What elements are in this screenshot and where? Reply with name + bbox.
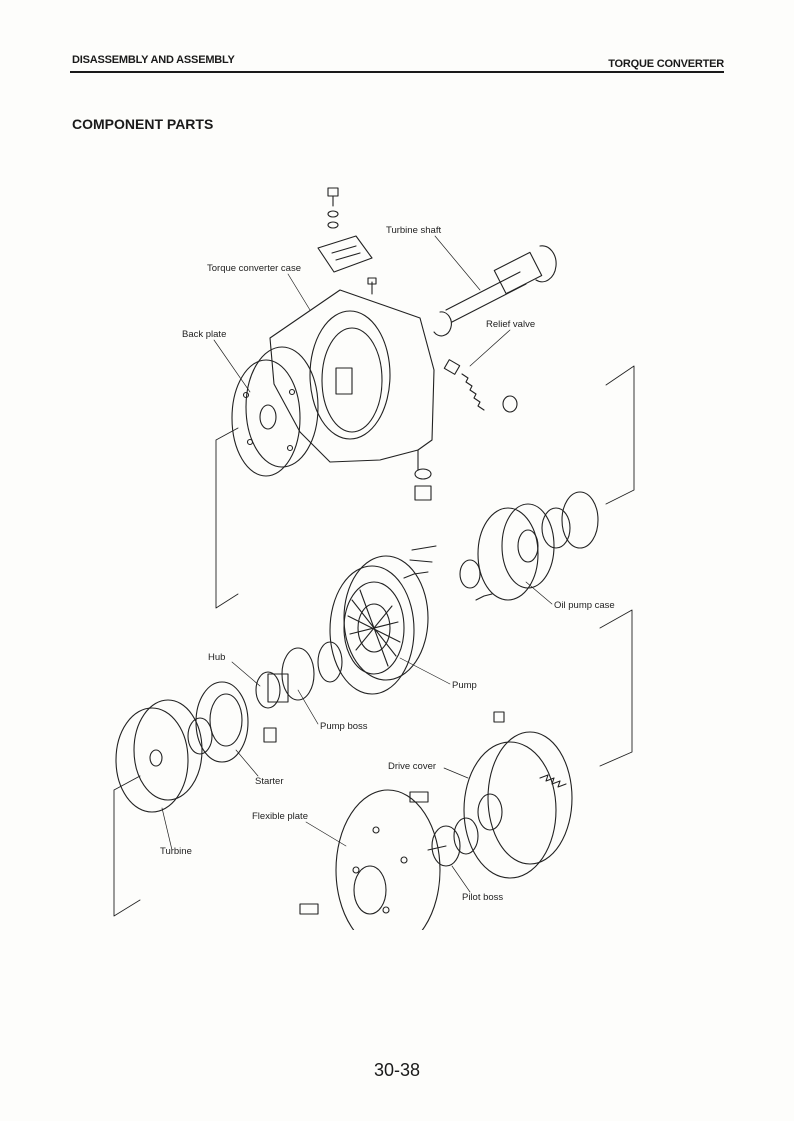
relief-valve-part <box>443 359 518 413</box>
label-oil-pump-case: Oil pump case <box>554 600 615 611</box>
pilot-boss-part <box>427 817 479 867</box>
page-number: 30-38 <box>373 1060 421 1080</box>
back-plate-part <box>231 346 319 477</box>
label-drive-cover: Drive cover <box>388 761 437 772</box>
exploded-view-diagram: Turbine shaft Torque converter case Back… <box>0 170 794 930</box>
label-pump-boss: Pump boss <box>320 721 368 732</box>
label-hub: Hub <box>208 652 226 663</box>
label-pilot-boss: Pilot boss <box>462 892 504 903</box>
drain-plug-part <box>414 468 432 501</box>
flexible-plate-part <box>299 789 441 930</box>
header-chapter-name: TORQUE CONVERTER <box>608 58 724 70</box>
label-starter: Starter <box>255 776 284 787</box>
label-relief-valve: Relief valve <box>486 319 536 330</box>
hub-part <box>255 641 343 709</box>
label-turbine: Turbine <box>160 846 192 857</box>
turbine-part <box>115 699 203 813</box>
label-flexible-plate: Flexible plate <box>252 811 308 822</box>
drive-cover-part <box>463 711 573 879</box>
pump-part <box>329 545 493 695</box>
torque-converter-case-part <box>269 277 435 471</box>
label-torque-converter-case: Torque converter case <box>207 263 301 274</box>
label-back-plate: Back plate <box>182 329 227 340</box>
header-rule <box>70 71 724 73</box>
header-section-name: DISASSEMBLY AND ASSEMBLY <box>72 54 235 66</box>
label-pump: Pump <box>452 680 477 691</box>
leader-lines <box>161 235 553 893</box>
assembly-bracket-lines <box>113 365 635 917</box>
turbine-shaft-part <box>433 245 557 337</box>
section-title: COMPONENT PARTS <box>72 116 214 132</box>
starter-part <box>187 681 277 763</box>
oil-pump-case-part <box>459 491 599 601</box>
label-turbine-shaft: Turbine shaft <box>386 225 442 236</box>
exploded-view-drawing <box>113 187 635 930</box>
top-bolt-part <box>317 187 373 273</box>
